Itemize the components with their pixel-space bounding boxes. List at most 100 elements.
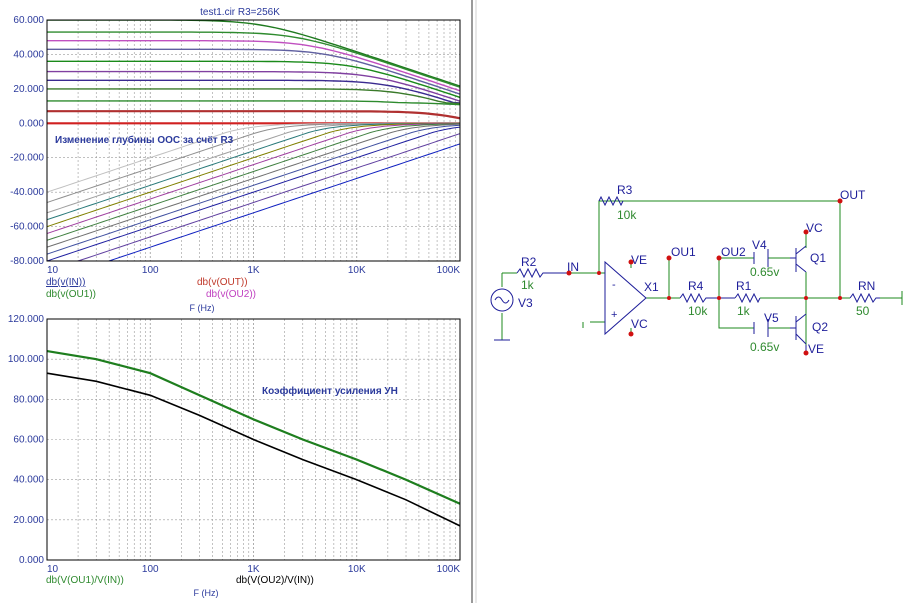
label-v5-value[interactable]: 0.65v	[750, 340, 779, 354]
label-v3[interactable]: V3	[518, 296, 533, 310]
resistor-r2[interactable]	[516, 267, 569, 279]
y-tick-label: 120.000	[8, 314, 45, 325]
bottom-plot-xlabel: F (Hz)	[194, 588, 219, 598]
flat-gain-curve[interactable]	[47, 60, 460, 99]
node-out[interactable]	[837, 198, 843, 204]
top-plot-xlabel: F (Hz)	[190, 303, 215, 313]
x-tick-label: 100	[142, 265, 159, 276]
y-tick-label: 0.000	[19, 555, 44, 566]
node-vc-top[interactable]	[803, 229, 809, 235]
gain-curve-ou2[interactable]	[46, 372, 461, 527]
label-in[interactable]: IN	[567, 260, 579, 274]
label-ou1[interactable]: OU1	[671, 245, 696, 259]
node-ve-bot[interactable]	[803, 350, 809, 356]
label-rn[interactable]: RN	[858, 279, 875, 293]
legend-db-v-ou2[interactable]: db(v(OU2))	[206, 289, 256, 300]
legend-db-v-out[interactable]: db(v(OUT))	[197, 277, 248, 288]
transistor-q1-emitter	[795, 263, 807, 273]
opamp-x1[interactable]	[604, 260, 647, 336]
label-q1[interactable]: Q1	[810, 251, 826, 265]
node-in[interactable]	[566, 270, 572, 276]
flat-gain-curve[interactable]	[47, 70, 460, 102]
node-ve-op[interactable]	[628, 259, 634, 265]
y-tick-label: 0.000	[19, 118, 44, 129]
y-tick-label: 60.000	[13, 435, 44, 446]
label-out[interactable]: OUT	[840, 188, 866, 202]
label-r1-value[interactable]: 1k	[737, 304, 751, 318]
label-r4[interactable]: R4	[688, 279, 704, 293]
label-r4-value[interactable]: 10k	[688, 304, 708, 318]
x-tick-label: 10K	[348, 265, 366, 276]
gain-curve-ou1[interactable]	[46, 350, 461, 505]
wire-feedback	[598, 200, 841, 298]
flat-gain-curve[interactable]	[47, 20, 460, 87]
node-ou2-junction	[717, 296, 721, 300]
flat-gain-curve[interactable]	[47, 31, 460, 88]
label-v4-value[interactable]: 0.65v	[750, 265, 779, 279]
y-tick-label: 40.000	[13, 49, 44, 60]
resistor-rn[interactable]	[849, 292, 880, 304]
flat-gain-curve[interactable]	[47, 48, 460, 95]
y-tick-label: 60.000	[13, 15, 44, 26]
y-tick-label: 40.000	[13, 475, 44, 486]
top-plot-annotation: Изменение глубины ООС за счёт R3	[55, 134, 234, 146]
label-ou2[interactable]: OU2	[721, 245, 746, 259]
label-rn-value[interactable]: 50	[856, 304, 870, 318]
rising-feedback-curve[interactable]	[47, 122, 460, 228]
label-vc-op[interactable]: VC	[631, 317, 648, 331]
resistor-r4[interactable]	[679, 292, 735, 304]
source-v3[interactable]	[490, 288, 514, 312]
node-emitters	[804, 296, 808, 300]
label-r2[interactable]: R2	[521, 255, 537, 269]
flat-gain-curve[interactable]	[47, 40, 460, 92]
label-r2-value[interactable]: 1k	[521, 278, 535, 292]
rising-feedback-curve[interactable]	[47, 143, 460, 282]
label-x1[interactable]: X1	[644, 280, 659, 294]
node-vc-op[interactable]	[628, 331, 634, 337]
y-tick-label: -80.000	[10, 256, 44, 267]
flat-gain-curve[interactable]	[47, 79, 460, 104]
transistor-q2-collector	[795, 333, 807, 345]
node-ou1[interactable]	[666, 255, 672, 261]
node-ou2[interactable]	[716, 255, 722, 261]
flat-gain-curve[interactable]	[47, 88, 460, 105]
node-dots	[566, 198, 843, 356]
rising-feedback-curve[interactable]	[47, 124, 460, 255]
label-r1[interactable]: R1	[736, 279, 752, 293]
label-v4[interactable]: V4	[752, 238, 767, 252]
flat-gain-curve[interactable]	[47, 100, 460, 106]
resistor-r1[interactable]	[734, 292, 761, 304]
label-r3[interactable]: R3	[617, 183, 633, 197]
transistor-q1-collector	[795, 245, 807, 255]
label-ve-bot[interactable]: VE	[808, 342, 824, 356]
label-v5[interactable]: V5	[764, 311, 779, 325]
legend-db-v-in[interactable]: db(v(IN))	[46, 277, 85, 288]
rising-feedback-curve[interactable]	[47, 126, 460, 261]
rising-feedback-curve[interactable]	[47, 123, 460, 241]
label-ve-op[interactable]: VE	[631, 253, 647, 267]
top-plot-frame	[46, 19, 461, 262]
rising-feedback-curve[interactable]	[47, 123, 460, 234]
rising-feedback-curve[interactable]	[47, 133, 460, 272]
rising-feedback-curve[interactable]	[47, 123, 460, 248]
bottom-plot[interactable]: 120.000100.00080.00060.00040.00020.0000.…	[8, 314, 461, 598]
node-out-junction	[838, 296, 842, 300]
rising-feedback-curve[interactable]	[47, 122, 460, 221]
bottom-plot-annotation: Коэффициент усиления УН	[262, 385, 398, 397]
top-plot[interactable]: test1.cir R3=256K 60.00040.00020.0000.00…	[10, 7, 461, 313]
label-q2[interactable]: Q2	[812, 320, 828, 334]
bottom-plot-series	[46, 350, 461, 527]
x-tick-label: 1K	[247, 564, 260, 575]
resistor-r3[interactable]	[598, 195, 624, 207]
flat-gain-curve[interactable]	[47, 110, 460, 120]
legend-db-gain-ou2[interactable]: db(V(OU2)/V(IN))	[236, 575, 314, 586]
legend-db-gain-ou1[interactable]: db(V(OU1)/V(IN))	[46, 575, 124, 586]
y-tick-label: 20.000	[13, 84, 44, 95]
schematic[interactable]: - +	[490, 195, 903, 353]
legend-db-v-ou1[interactable]: db(v(OU1))	[46, 289, 96, 300]
y-tick-label: -60.000	[10, 222, 44, 233]
label-vc-top[interactable]: VC	[806, 221, 823, 235]
label-r3-value[interactable]: 10k	[617, 208, 637, 222]
